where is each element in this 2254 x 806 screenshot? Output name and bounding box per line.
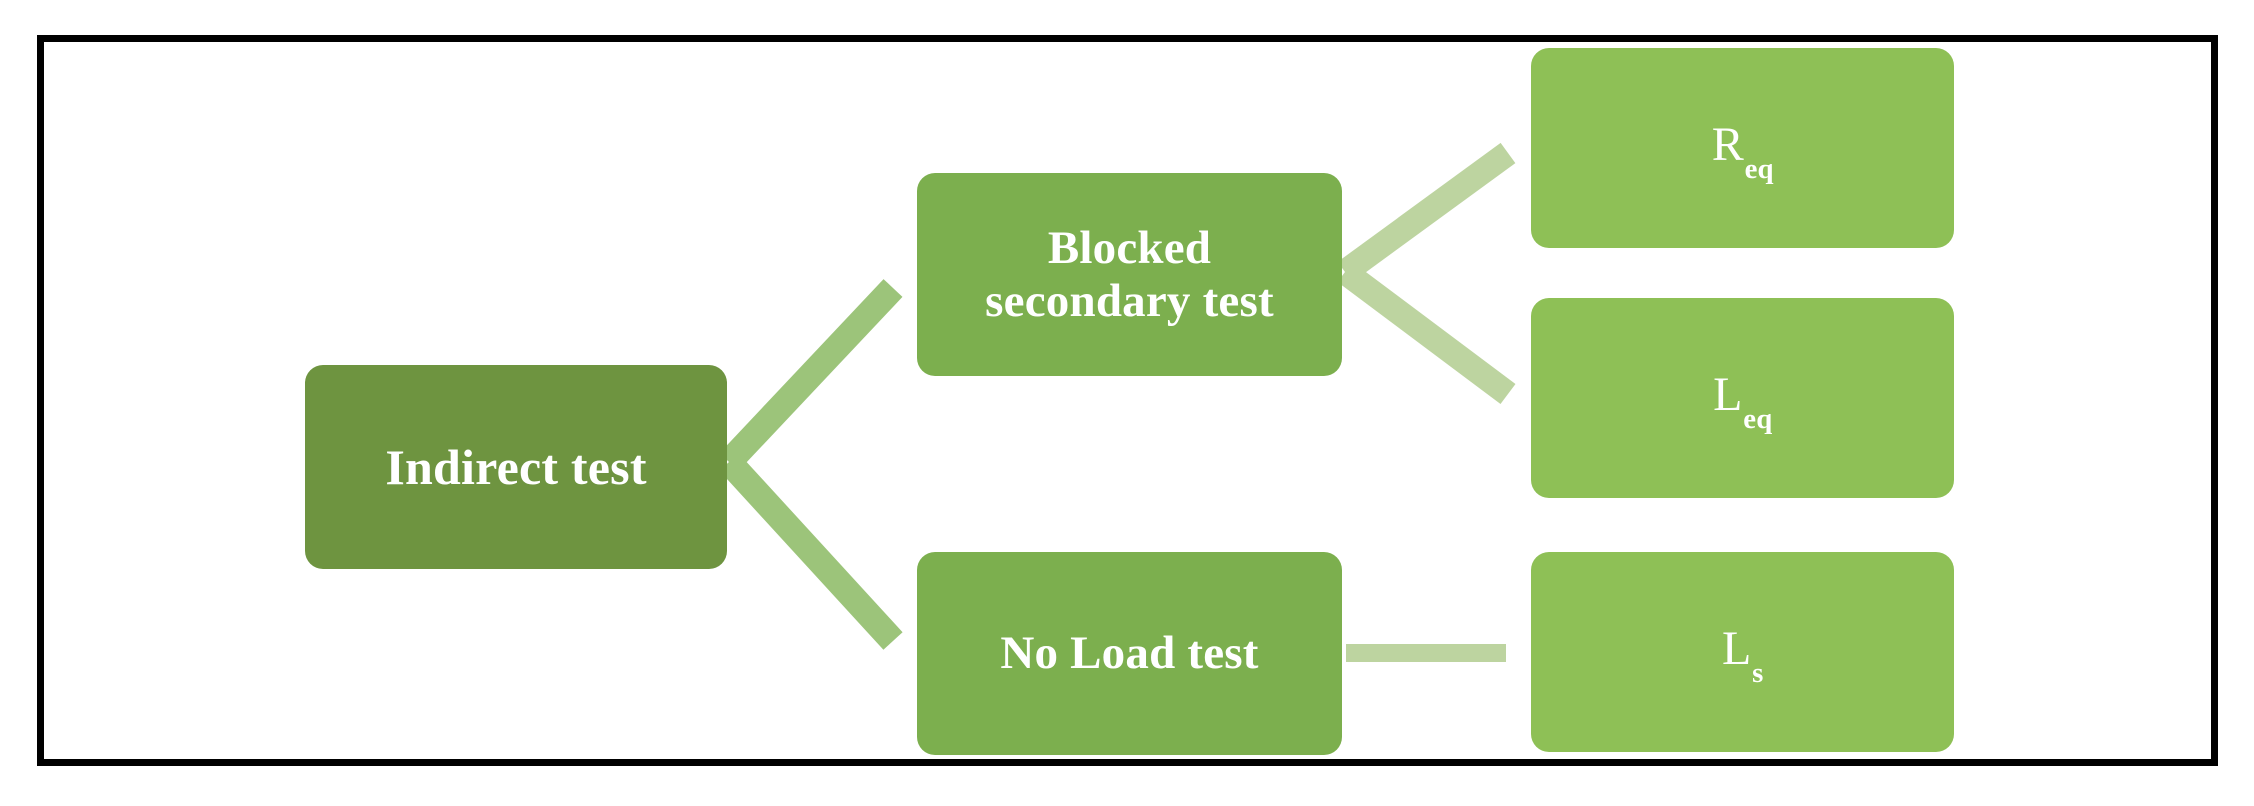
node-blocked-secondary-test[interactable]: Blocked secondary test: [917, 173, 1342, 376]
diagram-outer-frame: [37, 35, 2218, 766]
edge-blocked-to-req: [1337, 142, 1516, 283]
node-l-s-label: Ls: [1722, 622, 1763, 689]
edge-indirect-to-noload: [719, 453, 903, 650]
node-indirect-test-label: Indirect test: [385, 439, 647, 495]
node-r-eq-label: Req: [1711, 118, 1774, 185]
node-l-eq[interactable]: Leq: [1531, 298, 1954, 498]
node-no-load-test-label: No Load test: [1000, 627, 1259, 680]
node-l-s-base: L: [1722, 622, 1752, 676]
node-r-eq[interactable]: Req: [1531, 48, 1954, 248]
node-l-eq-label: Leq: [1713, 368, 1772, 435]
edge-indirect-to-blocked: [719, 279, 903, 471]
node-l-eq-subscript: eq: [1743, 403, 1773, 436]
node-blocked-secondary-test-label: Blocked secondary test: [985, 221, 1274, 327]
node-r-eq-base: R: [1711, 118, 1744, 172]
edge-blocked-to-leq: [1337, 261, 1516, 405]
node-indirect-test[interactable]: Indirect test: [305, 365, 727, 569]
node-l-s-subscript: s: [1752, 657, 1764, 690]
node-l-s[interactable]: Ls: [1531, 552, 1954, 752]
node-r-eq-subscript: eq: [1744, 153, 1774, 186]
node-l-eq-base: L: [1713, 368, 1743, 422]
node-no-load-test[interactable]: No Load test: [917, 552, 1342, 755]
